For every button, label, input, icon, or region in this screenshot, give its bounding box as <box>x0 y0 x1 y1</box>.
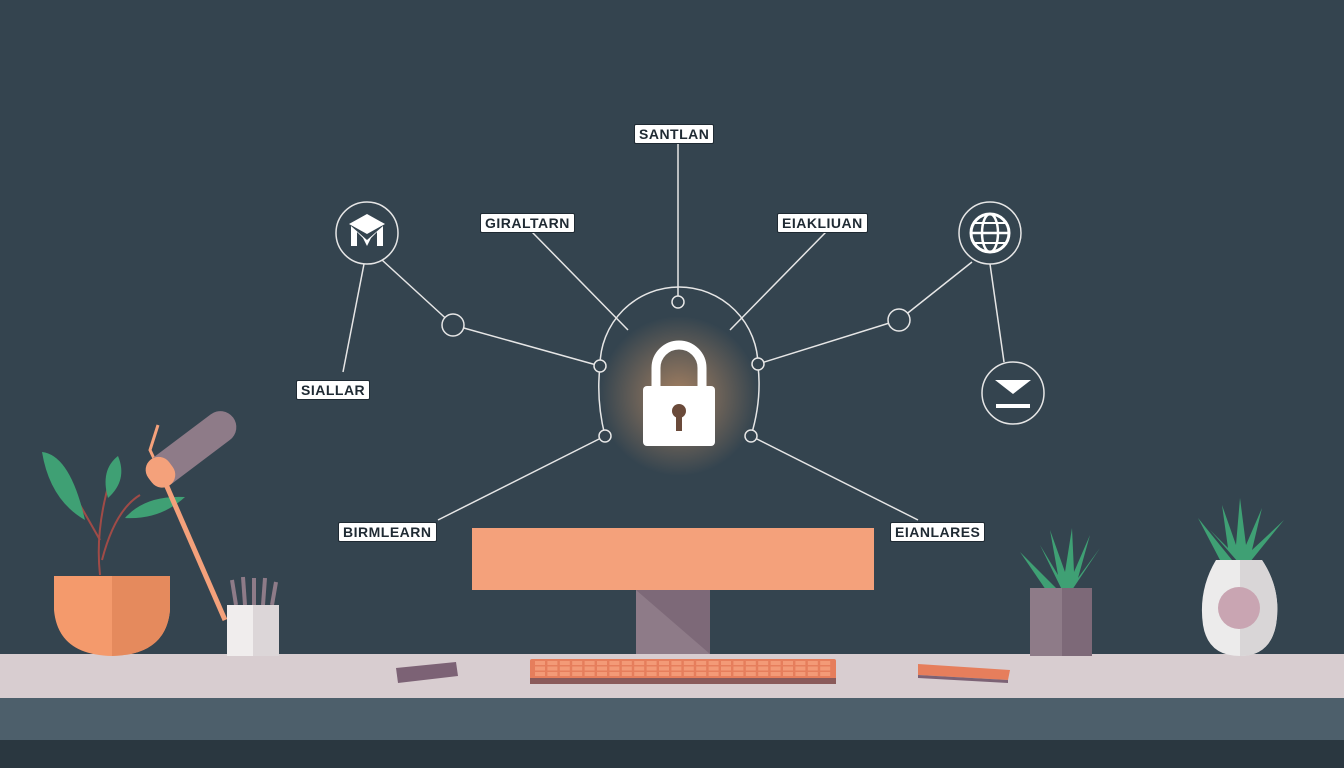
keyboard-key <box>584 661 595 665</box>
keyboard-key <box>683 666 694 671</box>
keyboard-key <box>783 672 793 676</box>
keyboard-key <box>783 661 793 665</box>
node-right <box>887 308 911 332</box>
keyboard-key <box>783 666 793 671</box>
keyboard-key <box>770 666 781 671</box>
keyboard-key <box>621 661 632 665</box>
pen-holder <box>227 576 279 656</box>
keyboard-key <box>559 666 570 671</box>
keyboard-key <box>659 666 669 671</box>
keyboard-key <box>696 666 707 671</box>
keyboard-key <box>820 666 831 671</box>
keyboard-key <box>683 661 694 665</box>
keyboard-key <box>745 661 756 665</box>
keyboard-key <box>559 661 570 665</box>
keyboard-key <box>733 661 744 665</box>
keyboard-key <box>671 672 682 676</box>
keyboard-key <box>807 672 818 676</box>
keyboard-key <box>770 672 781 676</box>
label-upper-right: EIAKLIUAN <box>777 213 868 233</box>
keyboard-key <box>758 661 769 665</box>
keyboard-key <box>659 661 669 665</box>
keyboard-key <box>671 666 682 671</box>
hub-ring-top <box>599 286 759 367</box>
graduation-cap-icon <box>335 201 399 265</box>
keyboard-key <box>609 666 620 671</box>
keyboard-key <box>597 661 607 665</box>
keyboard-key <box>634 661 645 665</box>
keyboard-key <box>572 666 583 671</box>
keyboard-key <box>807 661 818 665</box>
keyboard-key <box>597 672 607 676</box>
keyboard-key <box>795 672 806 676</box>
keyboard-key <box>609 672 620 676</box>
keyboard-key <box>820 661 831 665</box>
globe-icon <box>958 201 1022 265</box>
desk-lamp <box>145 411 237 621</box>
keyboard-key <box>770 661 781 665</box>
keyboard-key <box>547 661 558 665</box>
label-mid-left: SIALLAR <box>296 380 371 400</box>
keyboard <box>530 659 836 684</box>
keyboard-key <box>621 672 632 676</box>
keyboard-key <box>659 672 669 676</box>
monitor <box>472 528 874 654</box>
tablet <box>918 664 1010 683</box>
keyboard-key <box>646 666 657 671</box>
keyboard-key <box>708 672 719 676</box>
label-lower-left: BIRMLEARN <box>338 522 437 542</box>
keyboard-key <box>597 666 607 671</box>
smartphone <box>396 662 458 683</box>
keyboard-key <box>535 666 545 671</box>
network-nodes <box>441 295 911 443</box>
keyboard-key <box>547 666 558 671</box>
keyboard-key <box>646 672 657 676</box>
keyboard-key <box>807 666 818 671</box>
node-left <box>441 313 465 337</box>
label-upper-left: GIRALTARN <box>480 213 575 233</box>
keyboard-key <box>572 661 583 665</box>
keyboard-key <box>721 666 731 671</box>
keyboard-key <box>721 672 731 676</box>
keyboard-key <box>535 672 545 676</box>
keyboard-key <box>634 666 645 671</box>
keyboard-key <box>547 672 558 676</box>
download-tray-icon <box>981 361 1045 425</box>
plant-left <box>42 452 185 656</box>
keyboard-key <box>609 661 620 665</box>
keyboard-key <box>708 661 719 665</box>
label-top: SANTLAN <box>634 124 715 144</box>
keyboard-key <box>795 666 806 671</box>
padlock-icon <box>599 316 759 476</box>
keyboard-key <box>820 672 831 676</box>
keyboard-key <box>634 672 645 676</box>
plant-right-vase <box>1198 498 1284 656</box>
keyboard-key <box>696 661 707 665</box>
connection-lines <box>342 143 1005 521</box>
keyboard-key <box>745 666 756 671</box>
keyboard-key <box>758 666 769 671</box>
keyboard-key <box>621 666 632 671</box>
keyboard-key <box>683 672 694 676</box>
keyboard-key <box>733 666 744 671</box>
keyboard-key <box>671 661 682 665</box>
keyboard-key <box>584 672 595 676</box>
plant-right-small <box>1020 528 1100 656</box>
keyboard-key <box>696 672 707 676</box>
keyboard-key <box>745 672 756 676</box>
keyboard-key <box>795 661 806 665</box>
keyboard-key <box>559 672 570 676</box>
keyboard-key <box>721 661 731 665</box>
node-top <box>671 295 685 309</box>
keyboard-key <box>733 672 744 676</box>
keyboard-key <box>535 661 545 665</box>
label-lower-right: EIANLARES <box>890 522 986 542</box>
keyboard-key <box>646 661 657 665</box>
keyboard-key <box>572 672 583 676</box>
keyboard-key <box>758 672 769 676</box>
keyboard-key <box>584 666 595 671</box>
keyboard-key <box>708 666 719 671</box>
